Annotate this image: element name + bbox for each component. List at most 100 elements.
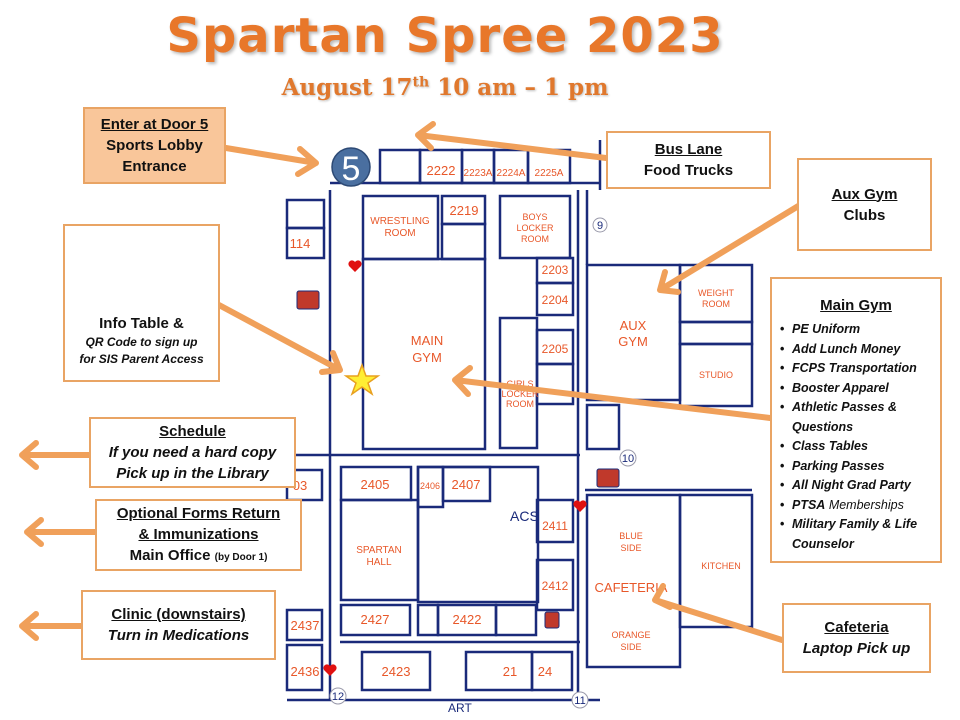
svg-text:2406: 2406	[420, 481, 440, 491]
room-2423	[360, 650, 432, 692]
arrow-bus	[415, 121, 609, 161]
svg-text:2224A: 2224A	[497, 168, 526, 179]
room-boys-locker	[498, 194, 572, 260]
svg-text:ROOM: ROOM	[384, 228, 415, 239]
svg-text:2407: 2407	[452, 477, 481, 492]
list-item: Athletic Passes & Questions	[780, 398, 940, 437]
svg-text:ROOM: ROOM	[702, 299, 730, 309]
svg-text:SIDE: SIDE	[620, 642, 641, 652]
svg-text:2223A: 2223A	[464, 168, 493, 179]
arrows	[19, 121, 803, 643]
svg-text:HALL: HALL	[366, 557, 391, 568]
arrow-forms	[24, 517, 98, 547]
door-5-marker	[331, 147, 371, 187]
svg-text:2204: 2204	[542, 293, 569, 307]
svg-text:2423: 2423	[382, 664, 411, 679]
svg-text:24: 24	[538, 664, 552, 679]
svg-text:2405: 2405	[361, 477, 390, 492]
svg-text:ROOM: ROOM	[506, 399, 534, 409]
room-2412	[535, 558, 575, 612]
room-studio	[678, 342, 754, 408]
door-12: 12	[332, 691, 344, 703]
arrow-aux	[657, 202, 803, 295]
door-11: 11	[574, 695, 585, 707]
room-labels: WRESTLING ROOM MAIN GYM 2219 BOYS LOCKER…	[290, 163, 741, 715]
list-item: Booster Apparel	[780, 379, 940, 399]
svg-text:KITCHEN: KITCHEN	[701, 561, 741, 571]
room-kitchen	[678, 493, 754, 629]
svg-text:2427: 2427	[361, 612, 390, 627]
svg-text:WRESTLING: WRESTLING	[370, 216, 430, 227]
list-item: PTSA Memberships	[780, 496, 940, 516]
room-2436	[285, 643, 324, 692]
svg-text:21: 21	[503, 664, 517, 679]
list-item: PE Uniform	[780, 320, 940, 340]
list-item: Add Lunch Money	[780, 340, 940, 360]
svg-text:LOCKER: LOCKER	[516, 223, 554, 233]
door-9: 9	[597, 220, 603, 232]
svg-text:BLUE: BLUE	[619, 531, 643, 541]
svg-text:114: 114	[290, 236, 311, 251]
door-markers: 9 10 11 12	[329, 217, 637, 709]
list-item: Parking Passes	[780, 457, 940, 477]
arrow-door5	[223, 145, 319, 177]
room-main-gym	[361, 257, 487, 451]
svg-text:2203: 2203	[542, 263, 569, 277]
arrow-main-gym	[452, 365, 773, 421]
main-gym-list: PE Uniform Add Lunch Money FCPS Transpor…	[772, 320, 940, 554]
door-10: 10	[622, 453, 634, 465]
svg-text:03: 03	[293, 478, 307, 493]
svg-text:BOYS: BOYS	[522, 212, 547, 222]
heart-icons	[323, 260, 587, 676]
room-2221	[378, 148, 422, 185]
svg-text:WEIGHT: WEIGHT	[698, 288, 734, 298]
list-item: All Night Grad Party	[780, 476, 940, 496]
svg-text:GYM: GYM	[618, 334, 648, 349]
arrow-clinic	[19, 611, 84, 641]
svg-text:2219: 2219	[450, 203, 479, 218]
arrow-schedule	[19, 440, 92, 470]
svg-text:2436: 2436	[291, 664, 320, 679]
svg-text:SIDE: SIDE	[620, 543, 641, 553]
svg-text:ACS: ACS	[510, 508, 539, 524]
svg-text:SPARTAN: SPARTAN	[356, 545, 402, 556]
room-2437	[285, 608, 324, 642]
heart-icon	[323, 664, 337, 676]
heart-icon	[348, 260, 362, 272]
svg-text:GYM: GYM	[412, 350, 442, 365]
svg-text:ORANGE: ORANGE	[611, 630, 650, 640]
svg-text:MAIN: MAIN	[411, 333, 444, 348]
door-5-number: 5	[342, 150, 361, 188]
arrow-info	[216, 302, 343, 375]
callout-info-table: Info Table & QR Code to sign up for SIS …	[63, 224, 220, 382]
heart-icon	[573, 500, 587, 512]
arrow-cafeteria	[652, 583, 785, 643]
callout-main-gym: Main Gym PE Uniform Add Lunch Money FCPS…	[770, 277, 942, 563]
svg-text:2437: 2437	[291, 618, 320, 633]
svg-text:2205: 2205	[542, 342, 569, 356]
room-2427	[339, 603, 412, 637]
svg-text:2411: 2411	[542, 519, 568, 533]
svg-text:ART: ART	[448, 701, 472, 715]
svg-text:2422: 2422	[453, 612, 482, 627]
svg-text:ROOM: ROOM	[521, 234, 549, 244]
room-2411	[535, 498, 575, 544]
svg-text:STUDIO: STUDIO	[699, 370, 733, 380]
svg-text:LOCKER: LOCKER	[501, 389, 539, 399]
info-table-star-icon	[343, 362, 381, 396]
svg-text:AUX: AUX	[620, 318, 647, 333]
room-2204	[535, 281, 575, 317]
svg-text:CAFETERIA: CAFETERIA	[595, 580, 668, 595]
svg-text:2222: 2222	[427, 163, 456, 178]
event-date: August 17th 10 am – 1 pm	[281, 74, 609, 101]
svg-text:2225A: 2225A	[535, 168, 564, 179]
page-title: Spartan Spree 2023	[166, 8, 724, 64]
